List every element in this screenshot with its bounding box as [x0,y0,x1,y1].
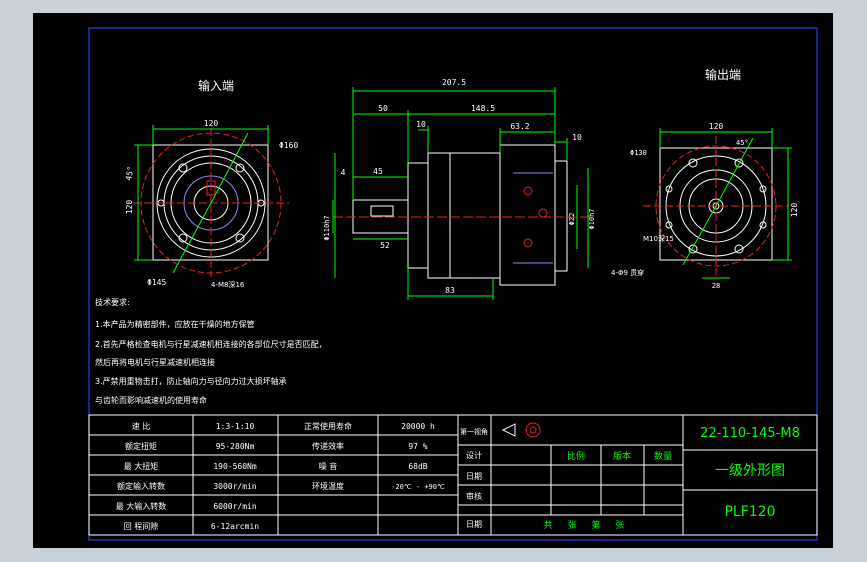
notes-line-5: 与齿轮而影响减速机的使用寿命 [95,395,207,405]
dim-dia-110: Φ110h7 [323,215,331,240]
dim-out-holes: 4-Φ9 贯穿 [611,268,644,277]
spec-label-noise: 噪 音 [319,461,338,471]
notes-title: 技术要求: [95,297,130,307]
title-block-grid [457,414,818,536]
spec-label-backlash: 回 程间隙 [124,521,159,531]
dim-len-50: 50 [378,104,388,113]
side-view [332,87,593,300]
dim-out-d130: Φ130 [630,149,647,157]
spec-label-rated-torque: 额定扭矩 [125,441,157,451]
dim-out-angle: 45° [736,139,749,147]
dim-dia-107: Φ10h7 [588,208,596,229]
dim-in-d145: Φ145 [147,278,166,287]
spec-value-ratio: 1:3-1:10 [216,422,255,431]
tb-date2: 日期 [466,520,482,529]
notes-line-1: 1.本产品为精密部件，应放在干燥的地方保管 [95,319,255,329]
drawing-border [88,27,818,541]
dim-in-d160: Φ160 [279,141,298,150]
first-angle-projection-icon [501,422,541,438]
drawing-model: PLF120 [724,504,775,520]
dim-out-thread: M10深15 [643,234,674,243]
spec-value-max-speed: 6000r/min [213,502,257,511]
input-end-label: 输入端 [198,78,234,93]
dim-len-4: 4 [341,168,346,177]
dim-len-83: 83 [445,286,455,295]
dim-len-45: 45 [373,167,383,176]
dim-in-angle: 45° [124,166,135,182]
dim-len-10a: 10 [416,120,426,129]
spec-value-backlash: 6-12arcmin [211,522,259,531]
notes-line-2: 2.首先严格检查电机与行星减速机相连接的各部位尺寸是否匹配， [95,339,327,349]
dim-in-height: 120 [125,200,134,215]
spec-label-rated-speed: 额定输入转数 [117,481,165,491]
spec-value-rated-torque: 95-280Nm [216,442,255,451]
tb-version: 版本 [613,450,631,462]
dim-total-len: 207.5 [442,78,466,87]
tb-design: 设计 [466,450,482,460]
tb-qty: 数量 [654,450,672,462]
spec-label-ratio: 速 比 [132,421,151,431]
dim-in-thread: 4-M8深16 [211,280,245,289]
dim-len-10b: 10 [572,133,582,142]
drawing-number: 22-110-145-M8 [700,426,800,441]
tb-scale: 比例 [567,450,585,462]
spec-value-max-torque: 190-560Nm [213,462,257,471]
spec-value-noise: 68dB [408,462,427,471]
tb-review: 审核 [466,491,482,501]
dim-out-width: 120 [709,122,724,131]
spec-label-efficiency: 传递效率 [312,441,344,451]
dim-len-148: 148.5 [471,104,495,113]
cad-drawing: 输入端 输出端 120 120 Φ160 Φ145 45° 4-M8深16 [88,27,818,541]
drawing-sheet: 输入端 输出端 120 120 Φ160 Φ145 45° 4-M8深16 [33,13,833,548]
spec-label-max-speed: 最 大输入转数 [116,501,167,511]
spec-label-max-torque: 最 大扭矩 [124,461,159,471]
dim-in-width: 120 [204,119,219,128]
output-end-label: 输出端 [705,67,741,82]
output-end-view [643,128,792,279]
spec-value-efficiency: 97 % [408,442,427,451]
dim-out-28: 28 [712,282,720,290]
tb-sheets: 共 张 第 张 [544,519,631,531]
spec-value-rated-speed: 3000r/min [213,482,257,491]
spec-value-temperature: -20℃ - +90℃ [391,483,445,491]
notes-line-4: 3.严禁用重物击打，防止轴向力与径向力过大损坏轴承 [95,376,287,386]
spec-value-life: 20000 h [401,422,435,431]
tb-date1: 日期 [466,472,482,481]
dim-len-63: 63.2 [510,122,529,131]
spec-table-grid [88,414,459,536]
spec-label-temperature: 环境温度 [312,481,344,491]
view-label: 第一视角 [460,427,488,436]
spec-label-life: 正常使用寿命 [304,421,352,431]
dim-len-52: 52 [380,241,390,250]
drawing-name: 一级外形图 [715,463,785,479]
input-end-view [133,125,289,277]
dim-out-height: 120 [790,203,799,218]
notes-line-3: 然后再将电机与行星减速机相连接 [95,357,215,367]
dim-dia-22: Φ22 [568,213,576,226]
